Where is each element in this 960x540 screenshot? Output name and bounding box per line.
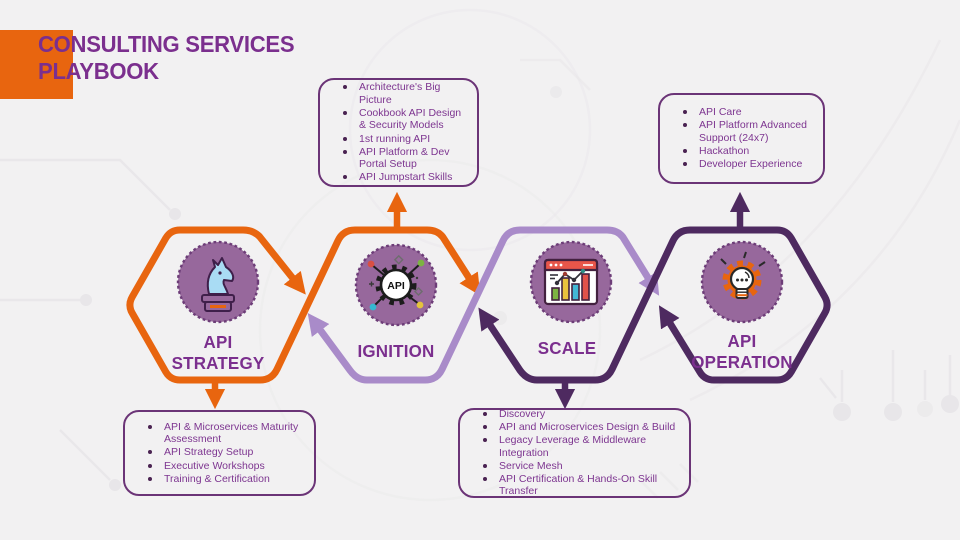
bullet-icon (343, 85, 347, 90)
callout-item-text: API Care (699, 106, 742, 119)
stage-label-scale: SCALE (480, 338, 655, 359)
bullet-icon (683, 123, 687, 128)
callout-item: API Strategy Setup (141, 446, 308, 459)
ribbon-strategy-ignition (126, 226, 481, 384)
callout-item: API & Microservices Maturity Assessment (141, 421, 308, 446)
bullet-icon (148, 463, 152, 468)
callout-item: Developer Experience (676, 158, 817, 171)
chess-knight-icon (201, 257, 235, 312)
callout-item: API Jumpstart Skills (336, 171, 471, 184)
stage-label-line: OPERATION (691, 352, 793, 372)
callout-item-text: Executive Workshops (164, 459, 265, 472)
icon-api-text: API (387, 280, 405, 292)
callout-item: Hackathon (676, 145, 817, 158)
callout-item-text: Service Mesh (499, 459, 563, 472)
stage-hexagon-scale (529, 240, 613, 324)
bullet-icon (683, 162, 687, 167)
title-accent-block (0, 30, 73, 99)
stage-hexagon-ignition: API (354, 243, 438, 327)
callout-item: API Platform Advanced Support (24x7) (676, 119, 817, 144)
callout-item-text: Cookbook API Design & Security Models (359, 106, 462, 132)
stage-label-ignition: IGNITION (309, 341, 484, 362)
bullet-icon (483, 411, 487, 416)
page-title-line1: CONSULTING SERVICES (38, 31, 295, 57)
bullet-icon (483, 463, 487, 468)
ribbon-ignition-scale (307, 226, 660, 384)
callout-item: Cookbook API Design & Security Models (336, 107, 471, 132)
bullet-icon (148, 424, 152, 429)
bullet-icon (483, 438, 487, 443)
callout-item-text: 1st running API (359, 132, 431, 145)
callout-item: Executive Workshops (141, 460, 308, 473)
page-title-line2: PLAYBOOK (38, 58, 159, 84)
callout-item-text: API & Microservices Maturity Assessment (164, 420, 299, 446)
callout-item: API Certification & Hands-On Skill Trans… (476, 473, 677, 498)
gear-lightbulb-icon (720, 251, 766, 300)
callout-item-text: Discovery (499, 407, 546, 420)
bullet-icon (343, 110, 347, 115)
callout-item: Architecture's Big Picture (336, 81, 471, 106)
callout-item: 1st running API (336, 133, 471, 146)
bullet-icon (343, 136, 347, 141)
callout-item: Legacy Leverage & Middleware Integration (476, 434, 677, 459)
stage-label-line: API (203, 332, 233, 352)
callout-item-text: Hackathon (699, 145, 750, 158)
callout-item-text: API Platform Advanced Support (24x7) (699, 119, 807, 144)
stage-label-line: STRATEGY (171, 353, 265, 373)
callout-item: API Platform & Dev Portal Setup (336, 146, 471, 171)
bullet-icon (148, 450, 152, 455)
page-title: CONSULTING SERVICES PLAYBOOK (38, 31, 305, 85)
stage-label-line: IGNITION (357, 341, 435, 361)
stage-hexagon-operation (700, 240, 784, 324)
bullet-icon (483, 476, 487, 481)
callout-item-text: API Jumpstart Skills (359, 171, 453, 184)
callout-item: API and Microservices Design & Build (476, 421, 677, 434)
callout-item: Discovery (476, 408, 677, 421)
analytics-dashboard-icon (543, 258, 599, 306)
bullet-icon (483, 425, 487, 430)
stage-label-operation: API OPERATION (655, 331, 830, 373)
bullet-icon (683, 110, 687, 115)
bullet-icon (148, 476, 152, 481)
callout-item-text: API Platform & Dev Portal Setup (359, 145, 450, 171)
bullet-icon (683, 149, 687, 154)
callout-item-text: API and Microservices Design & Build (499, 421, 676, 434)
api-gear-network-icon: API (367, 254, 425, 311)
callout-item: Training & Certification (141, 473, 308, 486)
stage-label-line: API (727, 331, 757, 351)
callout-item-text: Legacy Leverage & Middleware Integration (499, 434, 647, 459)
stage-label-strategy: API STRATEGY (131, 332, 306, 374)
callout-item: Service Mesh (476, 460, 677, 473)
callout-item-text: Architecture's Big Picture (359, 81, 441, 106)
stage-label-line: SCALE (537, 338, 597, 358)
callout-item-text: API Strategy Setup (164, 446, 254, 459)
callout-item-text: Developer Experience (699, 158, 803, 171)
ribbon-scale-operation (478, 226, 831, 384)
bullet-icon (343, 149, 347, 154)
callout-item: API Care (676, 106, 817, 119)
bullet-icon (343, 175, 347, 180)
stage-hexagon-strategy (176, 240, 260, 324)
callout-item-text: Training & Certification (164, 472, 270, 485)
callout-item-text: API Certification & Hands-On Skill Trans… (499, 472, 658, 498)
